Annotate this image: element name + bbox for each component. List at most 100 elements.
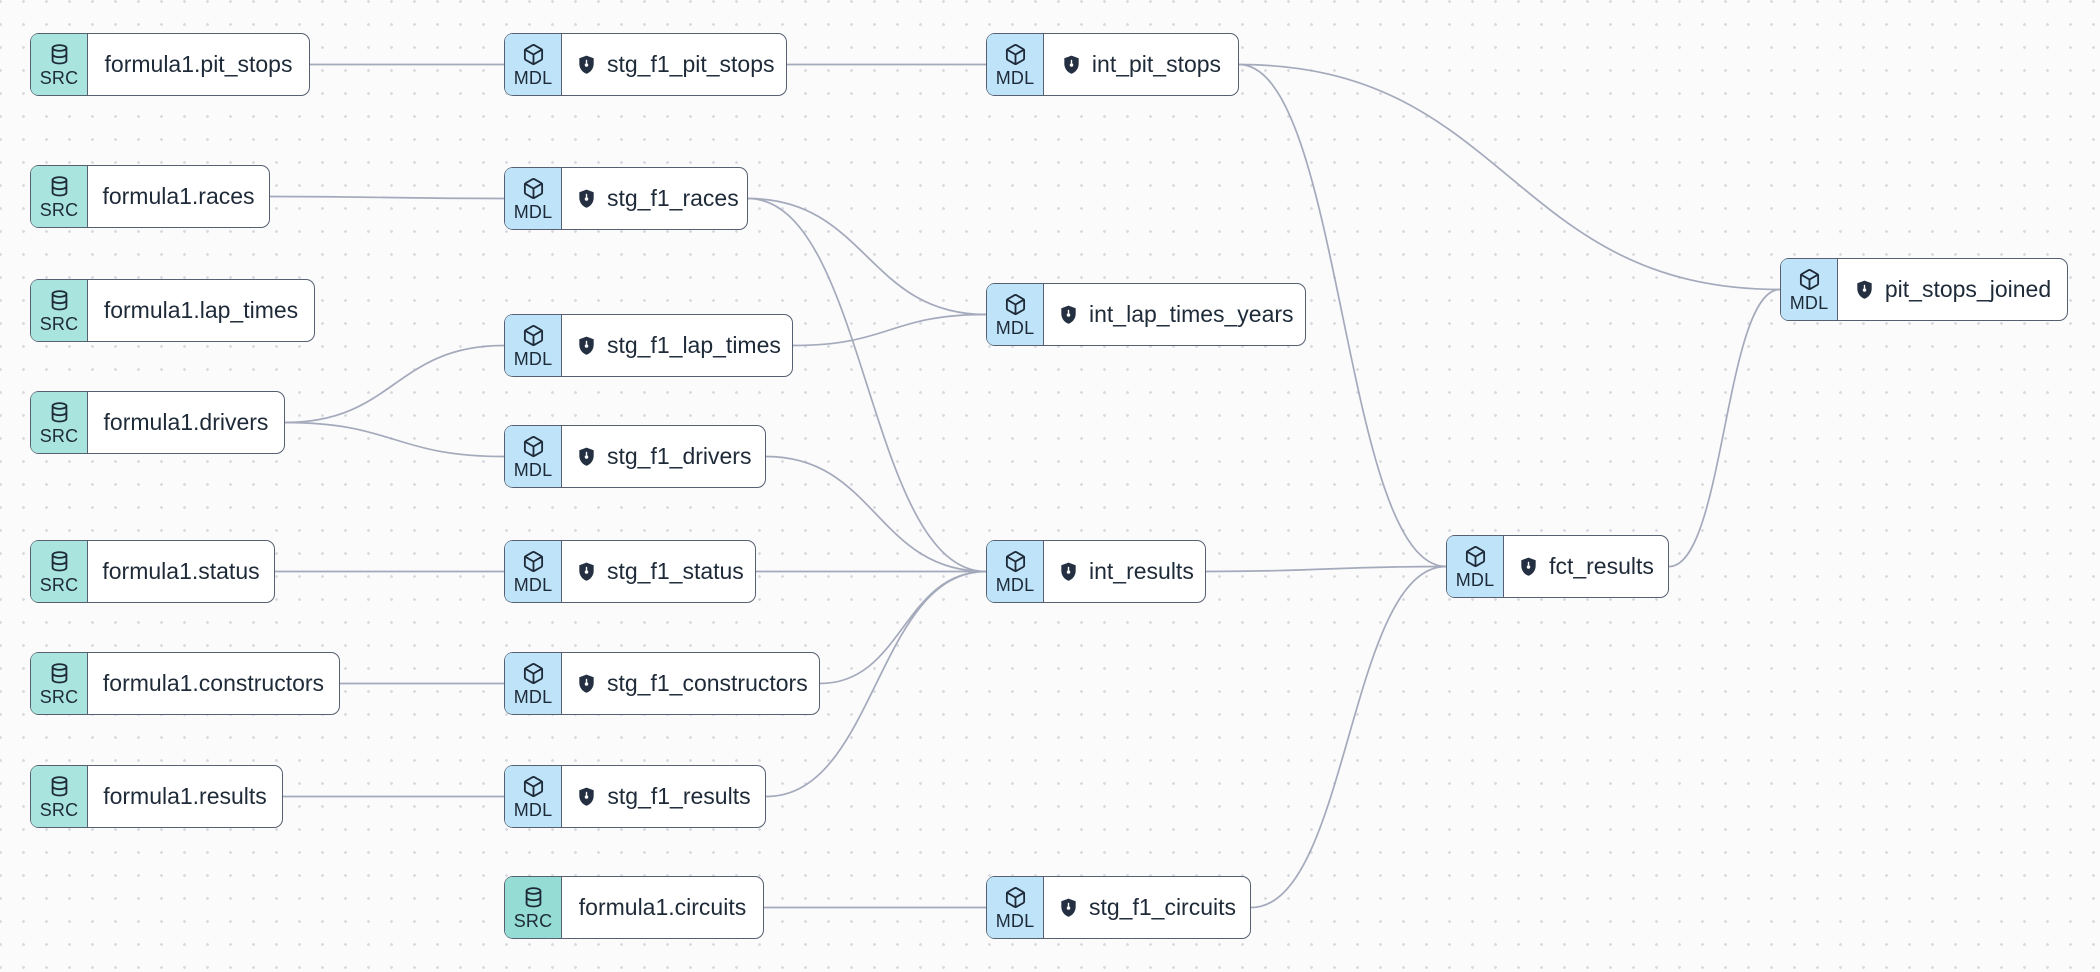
- node-stg_f1_status[interactable]: MDL stg_f1_status: [504, 540, 756, 603]
- node-type-label: MDL: [995, 67, 1035, 88]
- edge-formula1.drivers-to-stg_f1_drivers: [284, 421, 505, 458]
- node-body: int_lap_times_years: [1044, 284, 1308, 345]
- node-body: stg_f1_status: [562, 541, 758, 602]
- node-name: int_lap_times_years: [1089, 301, 1294, 327]
- node-body: formula1.pit_stops: [88, 34, 309, 95]
- node-name: formula1.races: [102, 183, 255, 209]
- node-type-label: SRC: [39, 799, 79, 820]
- edge-stg_f1_lap_times-to-int_lap_times_years: [792, 313, 987, 347]
- node-type-badge: MDL: [987, 877, 1044, 938]
- node-name: formula1.lap_times: [103, 297, 299, 323]
- node-body: stg_f1_circuits: [1044, 877, 1250, 938]
- node-type-label: MDL: [513, 348, 553, 369]
- node-type-label: MDL: [513, 67, 553, 88]
- node-int_results[interactable]: MDL int_results: [986, 540, 1206, 603]
- shield-icon: [576, 54, 597, 75]
- node-type-badge: SRC: [505, 877, 562, 938]
- node-body: formula1.circuits: [562, 877, 763, 938]
- node-body: fct_results: [1504, 536, 1668, 597]
- cube-icon: [522, 435, 545, 458]
- node-type-label: MDL: [995, 910, 1035, 931]
- node-name: int_results: [1089, 558, 1194, 584]
- shield-icon: [1058, 304, 1079, 325]
- cube-icon: [522, 43, 545, 66]
- node-type-badge: MDL: [505, 34, 562, 95]
- node-type-label: SRC: [513, 910, 553, 931]
- node-type-badge: SRC: [31, 392, 88, 453]
- database-icon: [48, 43, 71, 66]
- node-type-badge: SRC: [31, 34, 88, 95]
- database-icon: [48, 775, 71, 798]
- node-type-label: MDL: [995, 574, 1035, 595]
- node-body: stg_f1_constructors: [562, 653, 822, 714]
- node-stg_f1_circuits[interactable]: MDL stg_f1_circuits: [986, 876, 1251, 939]
- node-type-label: MDL: [513, 574, 553, 595]
- node-int_lap_times_years[interactable]: MDL int_lap_times_years: [986, 283, 1306, 346]
- database-icon: [48, 289, 71, 312]
- cube-icon: [1004, 43, 1027, 66]
- node-body: formula1.results: [88, 766, 282, 827]
- node-type-label: MDL: [513, 201, 553, 222]
- node-name: stg_f1_constructors: [607, 670, 808, 696]
- node-type-label: MDL: [513, 686, 553, 707]
- edge-formula1.drivers-to-stg_f1_lap_times: [284, 344, 505, 424]
- database-icon: [522, 886, 545, 909]
- edge-formula1.races-to-stg_f1_races: [269, 195, 505, 200]
- edge-int_pit_stops-to-pit_stops_joined: [1238, 63, 1781, 291]
- node-name: stg_f1_status: [607, 558, 744, 584]
- node-type-badge: SRC: [31, 166, 88, 227]
- node-body: stg_f1_lap_times: [562, 315, 795, 376]
- shield-icon: [1061, 54, 1082, 75]
- node-body: formula1.status: [88, 541, 274, 602]
- node-type-label: SRC: [39, 313, 79, 334]
- node-body: formula1.constructors: [88, 653, 339, 714]
- node-name: stg_f1_lap_times: [607, 332, 781, 358]
- node-formula1.circuits[interactable]: SRC formula1.circuits: [504, 876, 764, 939]
- cube-icon: [522, 662, 545, 685]
- node-stg_f1_constructors[interactable]: MDL stg_f1_constructors: [504, 652, 820, 715]
- node-type-badge: MDL: [987, 284, 1044, 345]
- database-icon: [48, 175, 71, 198]
- node-formula1.races[interactable]: SRC formula1.races: [30, 165, 270, 228]
- node-body: int_pit_stops: [1044, 34, 1238, 95]
- edge-int_results-to-fct_results: [1205, 565, 1447, 573]
- database-icon: [48, 662, 71, 685]
- cube-icon: [522, 324, 545, 347]
- shield-icon: [1058, 897, 1079, 918]
- node-body: stg_f1_drivers: [562, 426, 765, 487]
- node-name: formula1.circuits: [578, 894, 747, 920]
- node-formula1.lap_times[interactable]: SRC formula1.lap_times: [30, 279, 315, 342]
- node-body: int_results: [1044, 541, 1208, 602]
- node-name: formula1.pit_stops: [104, 51, 293, 77]
- node-name: stg_f1_results: [607, 783, 751, 809]
- node-type-label: SRC: [39, 425, 79, 446]
- node-name: formula1.constructors: [102, 670, 325, 696]
- edge-stg_f1_drivers-to-int_results: [765, 455, 987, 573]
- node-stg_f1_races[interactable]: MDL stg_f1_races: [504, 167, 748, 230]
- node-type-badge: MDL: [505, 315, 562, 376]
- edge-fct_results-to-pit_stops_joined: [1668, 288, 1781, 568]
- node-stg_f1_lap_times[interactable]: MDL stg_f1_lap_times: [504, 314, 793, 377]
- node-type-badge: MDL: [505, 426, 562, 487]
- node-type-badge: MDL: [505, 541, 562, 602]
- node-name: stg_f1_races: [607, 185, 739, 211]
- shield-icon: [1518, 556, 1539, 577]
- node-body: stg_f1_results: [562, 766, 765, 827]
- node-type-label: SRC: [39, 199, 79, 220]
- shield-icon: [1854, 279, 1875, 300]
- database-icon: [48, 401, 71, 424]
- node-formula1.results[interactable]: SRC formula1.results: [30, 765, 283, 828]
- node-int_pit_stops[interactable]: MDL int_pit_stops: [986, 33, 1239, 96]
- cube-icon: [522, 177, 545, 200]
- node-formula1.pit_stops[interactable]: SRC formula1.pit_stops: [30, 33, 310, 96]
